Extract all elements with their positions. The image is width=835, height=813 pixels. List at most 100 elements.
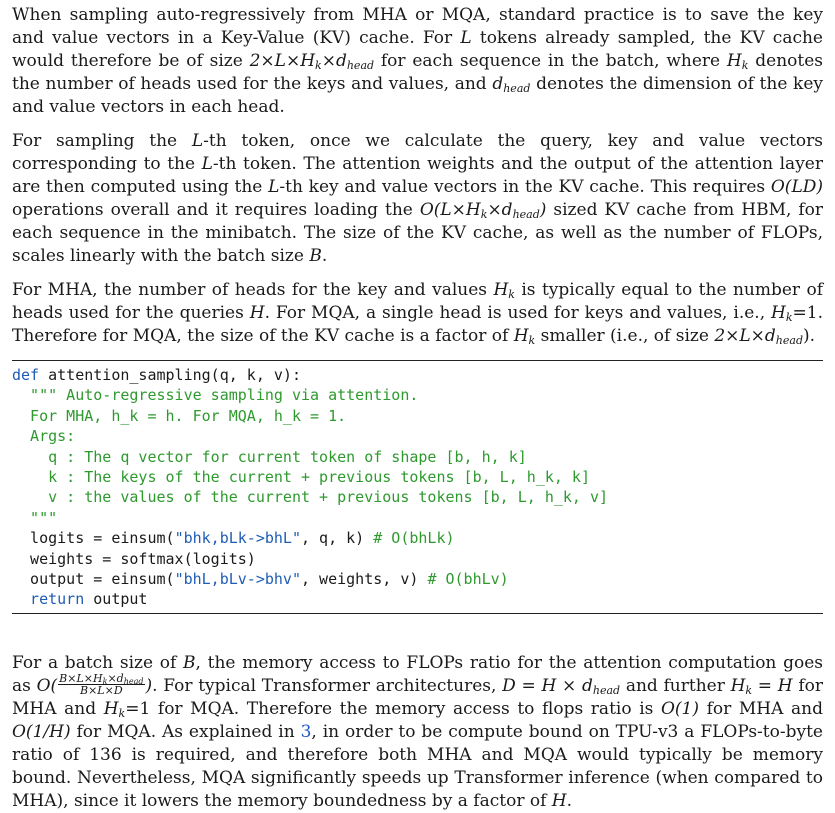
text: for MHA and <box>12 675 823 719</box>
code-text: output <box>84 590 148 609</box>
code-text: output = einsum( <box>12 569 175 588</box>
math-B: B <box>309 246 322 266</box>
math-dhead: dhead <box>492 74 530 94</box>
paragraph-sampling: For sampling the L-th token, once we cal… <box>12 130 823 268</box>
math: ) <box>145 675 153 696</box>
text: for each sequence in the batch, where <box>374 51 727 71</box>
text: sized KV cache from HBM, for each sequen… <box>12 200 823 266</box>
text: . Therefore for MQA, the size of the KV … <box>12 303 823 346</box>
math: H <box>771 303 786 323</box>
text: . <box>566 790 573 811</box>
fraction-denominator: B×L×D <box>80 683 123 697</box>
code-docstring: """ Auto-regressive sampling via attenti… <box>12 386 419 405</box>
code-docstring: Args: <box>12 427 76 446</box>
text: . For typical Transformer architectures, <box>152 675 503 696</box>
math-sub: k <box>508 288 515 301</box>
text: is typically equal to the number of head… <box>12 280 823 323</box>
math-sub: k <box>785 311 793 324</box>
text: tokens already sampled, the KV cache wou… <box>12 28 823 71</box>
code-line: weights = softmax(logits) <box>12 549 256 568</box>
text: -th key and value vectors in the KV cach… <box>279 177 771 197</box>
code-keyword: return <box>12 590 85 609</box>
math-L: L <box>460 28 472 48</box>
code-string: "bhL,bLv->bhv" <box>174 569 301 588</box>
text: and further <box>620 675 731 696</box>
math: B×L×H <box>59 671 103 685</box>
text: for MQA. Therefore the memory access to … <box>150 698 661 719</box>
text: denotes the number of heads used for the… <box>12 51 823 94</box>
math: H <box>726 51 742 71</box>
math-sub: k <box>118 706 126 720</box>
math-sub: k <box>315 59 322 72</box>
text: ). <box>803 326 816 346</box>
code-keyword: def <box>12 366 40 384</box>
math-mqa-size: 2×L×dhead <box>714 326 803 346</box>
math: ×d <box>321 51 347 71</box>
math-Hk: Hk <box>514 326 536 346</box>
math-sub: head <box>512 208 540 221</box>
text: smaller (i.e., of size <box>535 326 715 346</box>
text: denotes the dimension of the key and val… <box>12 74 823 117</box>
math-L: L <box>201 154 213 174</box>
math-H: H <box>249 303 265 323</box>
math: 2×L×H <box>249 51 316 71</box>
paragraph-memory-ratio: For a batch size of B, the memory access… <box>12 652 823 813</box>
math-Hk: Hk <box>727 51 749 71</box>
math: = H <box>752 675 793 696</box>
code-text: attention_sampling(q, k, v): <box>39 366 301 384</box>
code-text: , weights, v) <box>301 569 428 588</box>
code-line: return output <box>12 589 823 609</box>
math: H <box>730 675 746 696</box>
math-sub: k <box>745 683 753 697</box>
math-sub: head <box>123 676 144 686</box>
code-line: def attention_sampling(q, k, v): <box>12 365 823 385</box>
code-comment: # O(bhLk) <box>373 529 455 548</box>
code-text: logits = einsum( <box>12 529 175 548</box>
math-L: L <box>268 177 280 197</box>
text: . For MQA, a single head is used for key… <box>264 303 772 323</box>
math-Hk-eq-1: Hk=1 <box>771 303 818 323</box>
text: For MHA, the number of heads for the key… <box>12 280 494 300</box>
math-cache: O(L×Hk×dhead) <box>420 200 547 220</box>
math-B: B <box>183 652 196 673</box>
math: ×d <box>107 671 124 685</box>
code-docstring: v : the values of the current + previous… <box>12 488 609 507</box>
text: For sampling the <box>12 131 192 151</box>
math-sub: k <box>741 59 749 72</box>
text: for MHA and <box>699 698 823 719</box>
fraction-numerator: B×L×Hk×dhead <box>58 671 145 686</box>
math-Hk-eq-H: Hk = H <box>731 676 793 696</box>
code-string: "bhk,bLk->bhL" <box>174 529 301 548</box>
math: H <box>493 280 509 300</box>
text: , the memory access to FLOPs ratio for t… <box>12 652 824 696</box>
math-ops: O(LD) <box>770 177 823 197</box>
math: 2×L×d <box>714 326 776 346</box>
text: for MQA. As explained in <box>70 721 301 742</box>
math-L: L <box>191 131 204 151</box>
code-docstring: For MHA, h_k = h. For MQA, h_k = 1. <box>12 406 347 425</box>
code-docstring: """ <box>12 508 58 527</box>
math: ×d <box>487 200 513 220</box>
code-text: , q, k) <box>301 529 374 548</box>
paragraph-mha-mqa: For MHA, the number of heads for the key… <box>12 279 823 348</box>
text: For a batch size of <box>12 652 184 673</box>
math: =1 <box>792 303 818 323</box>
math-sub: head <box>346 59 375 72</box>
math-O1: O(1) <box>660 698 699 719</box>
math: =1 <box>125 698 151 719</box>
text: . <box>321 246 328 266</box>
math-sub: head <box>775 334 803 347</box>
math-H: H <box>551 790 567 811</box>
math-sub: head <box>592 683 621 697</box>
code-line: logits = einsum("bhk,bLk->bhL", q, k) # … <box>12 528 823 548</box>
math-Hk-eq-1: Hk=1 <box>104 699 151 719</box>
math-sub: k <box>102 676 108 686</box>
citation-link[interactable]: 3 <box>300 721 312 742</box>
math-sub: head <box>503 82 531 95</box>
text: operations overall and it requires loadi… <box>12 200 420 220</box>
code-docstring: k : The keys of the current + previous t… <box>12 467 590 486</box>
paragraph-kv-cache: When sampling auto-regressively from MHA… <box>12 4 823 119</box>
math: O(L×H <box>419 200 481 220</box>
